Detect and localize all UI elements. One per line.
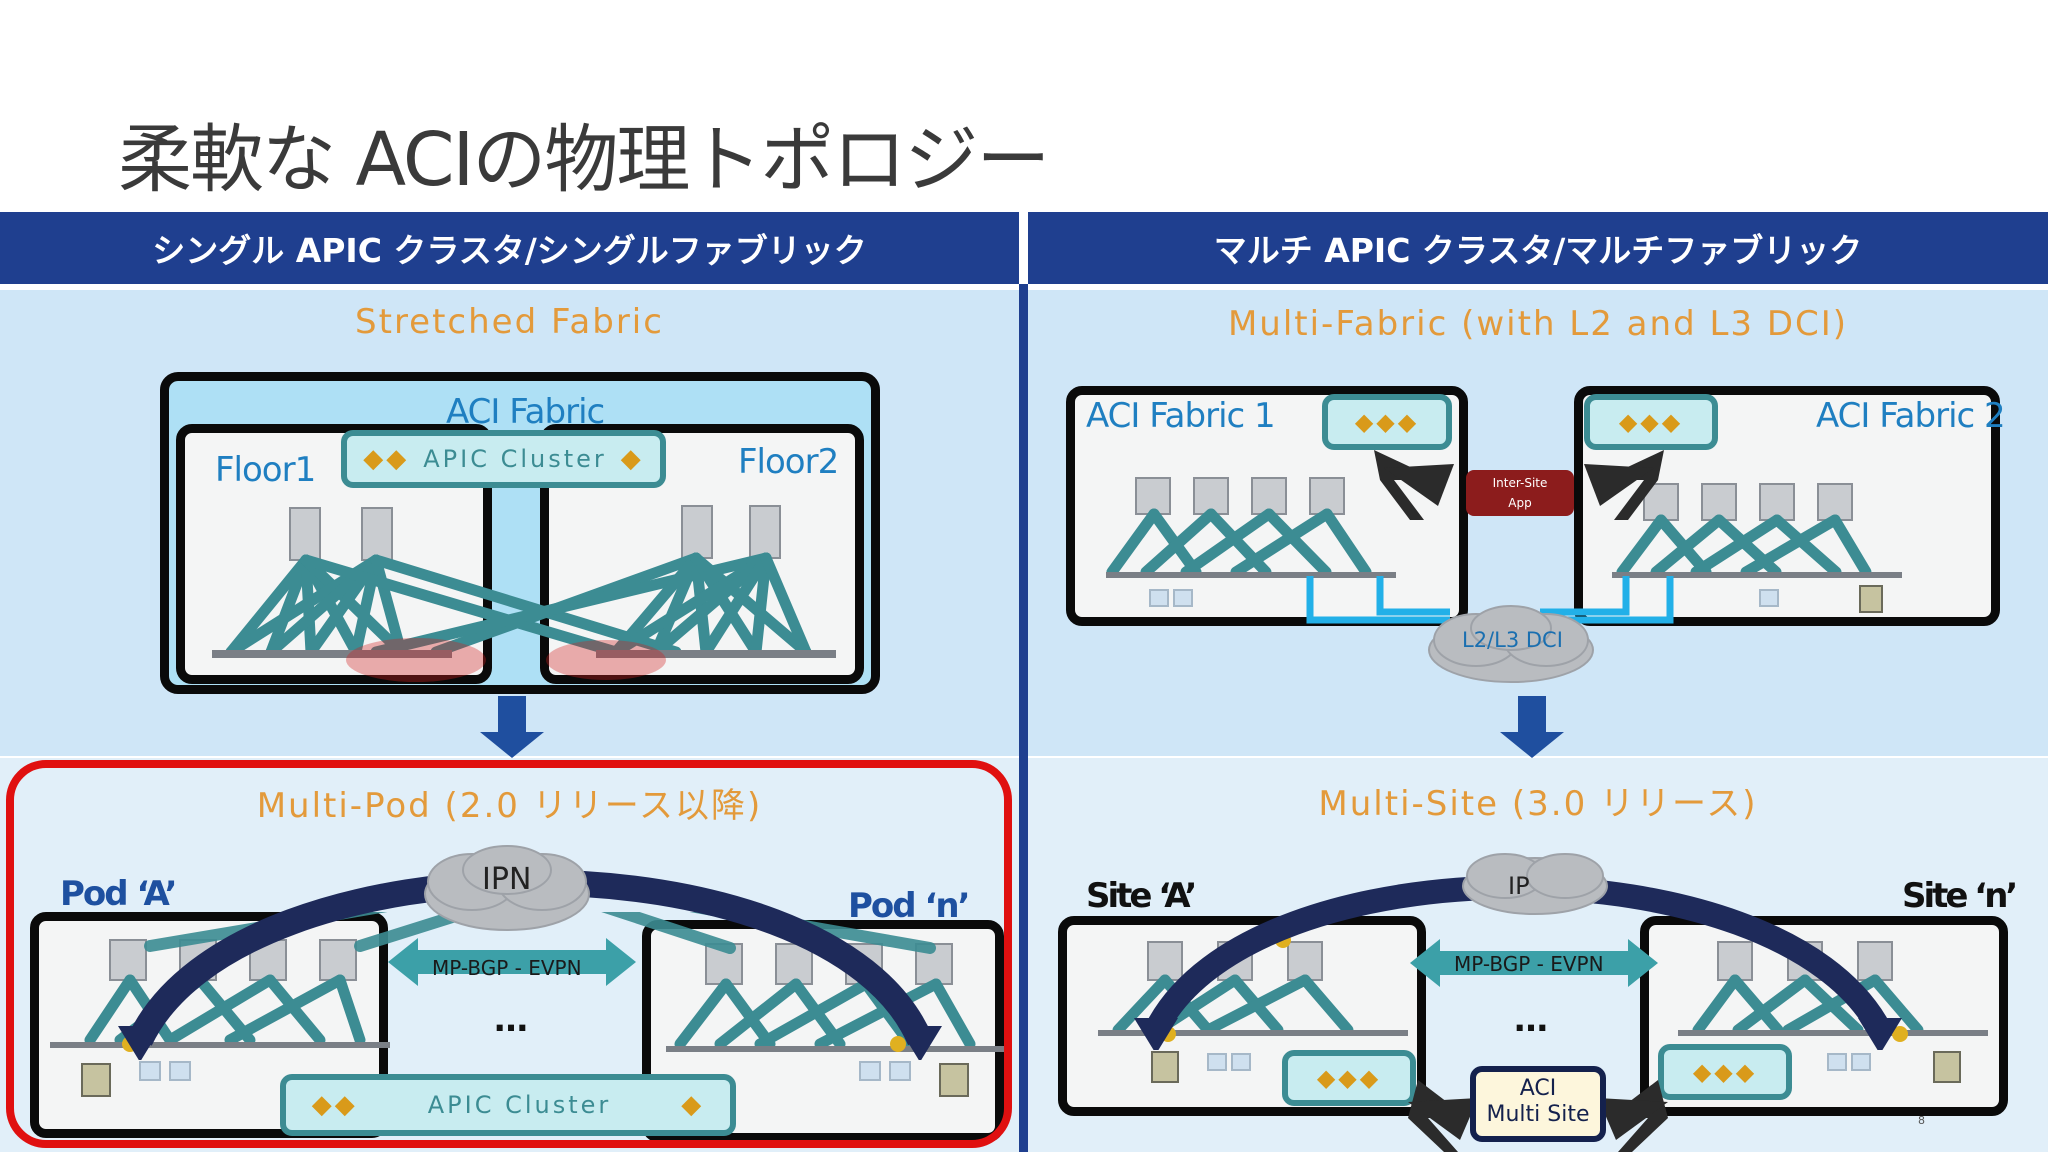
multi-site-line2: Multi Site: [1486, 1102, 1590, 1127]
down-arrow-icon: [1500, 696, 1564, 758]
right-ellipsis: …: [1514, 1000, 1550, 1040]
mp-bgp-double-arrow: [1410, 939, 1658, 987]
stretched-apic-cluster: ◆◆ APIC Cluster ◆: [341, 430, 666, 488]
apic-icon: ◆◆: [363, 444, 410, 474]
multi-site-line1: ACI: [1519, 1076, 1557, 1101]
site-a-apic: ◆◆◆: [1282, 1050, 1416, 1106]
site-n-label: Site ‘n’: [1902, 876, 2018, 916]
down-arrow-icon: [480, 696, 544, 758]
multipod-apic-cluster: ◆◆ APIC Cluster ◆: [280, 1074, 736, 1136]
left-ellipsis: …: [494, 1000, 530, 1040]
apic-cluster-label: APIC Cluster: [427, 1091, 612, 1119]
fabric2-apic: ◆◆◆: [1584, 394, 1718, 450]
left-header: シングル APIC クラスタ/シングルファブリック: [0, 212, 1019, 284]
ip-label: IP: [1508, 872, 1530, 900]
apic-icon: ◆◆◆: [1316, 1064, 1382, 1092]
multi-pod-subtitle: Multi-Pod (2.0 リリース以降): [256, 786, 763, 826]
floor2-label: Floor2: [738, 442, 839, 482]
apic-cluster-label: APIC Cluster: [423, 445, 607, 473]
dci-label: L2/L3 DCI: [1462, 628, 1563, 652]
right-header: マルチ APIC クラスタ/マルチファブリック: [1028, 212, 2048, 284]
inter-site-line2: App: [1508, 496, 1532, 510]
pod-a-label: Pod ‘A’: [60, 874, 178, 914]
apic-icon: ◆◆◆: [1618, 408, 1684, 436]
apic-icon: ◆◆◆: [1692, 1058, 1758, 1086]
multi-fabric-network: [1106, 477, 1902, 613]
center-divider: [1019, 284, 1028, 1152]
page-number: 8: [1918, 1114, 1925, 1127]
ipn-label: IPN: [482, 862, 532, 897]
site-n-apic: ◆◆◆: [1658, 1044, 1792, 1100]
fabric2-label: ACI Fabric 2: [1816, 396, 2006, 436]
right-protocol-label: MP-BGP - EVPN: [1454, 952, 1604, 976]
mp-bgp-double-arrow: [388, 938, 636, 986]
floor1-label: Floor1: [215, 450, 316, 490]
multi-site-subtitle: Multi-Site (3.0 リリース): [1318, 784, 1758, 824]
fabric1-apic: ◆◆◆: [1322, 394, 1452, 450]
slide-title: 柔軟な ACIの物理トポロジー: [118, 117, 1050, 203]
dci-cloud-icon: [1428, 605, 1594, 683]
ip-cloud-icon: [1462, 853, 1608, 915]
multi-fabric-subtitle: Multi-Fabric (with L2 and L3 DCI): [1227, 304, 1849, 344]
inter-site-line1: Inter-Site: [1492, 476, 1548, 490]
apic-icon: ◆◆: [311, 1090, 358, 1120]
pod-n-label: Pod ‘n’: [848, 886, 970, 926]
multi-site-arrows: [1408, 1080, 1668, 1152]
ipn-cloud-icon: [424, 845, 590, 931]
inter-site-arrows: [1374, 450, 1664, 520]
site-a-label: Site ‘A’: [1086, 876, 1197, 916]
apic-icon: ◆: [681, 1090, 705, 1120]
apic-icon: ◆: [620, 444, 644, 474]
left-protocol-label: MP-BGP - EVPN: [432, 956, 582, 980]
aci-multi-site: ACI Multi Site: [1470, 1066, 1606, 1142]
inter-site-app: Inter-Site App: [1466, 470, 1574, 516]
fabric1-label: ACI Fabric 1: [1086, 396, 1276, 436]
stretched-fabric-network: [212, 505, 836, 682]
stretched-fabric-subtitle: Stretched Fabric: [355, 302, 664, 342]
multi-pod-highlight: [6, 760, 1012, 1148]
apic-icon: ◆◆◆: [1354, 408, 1420, 436]
dci-links: [1306, 576, 1674, 624]
